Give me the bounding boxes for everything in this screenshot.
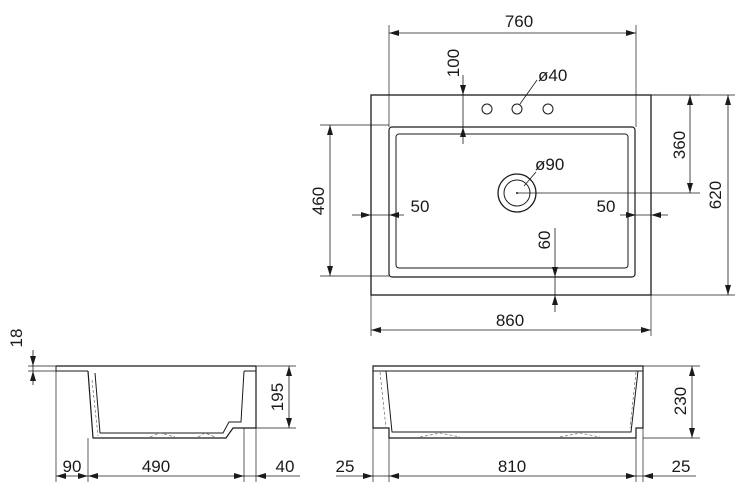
dim-drain-diameter: ø90 bbox=[535, 155, 564, 174]
tap-hole-right bbox=[542, 103, 554, 115]
dim-tap-hole-diameter: ø40 bbox=[538, 66, 567, 85]
dim-front-left-offset: 25 bbox=[336, 457, 355, 476]
dim-front-overhang: 40 bbox=[276, 457, 295, 476]
dim-bowl-depth: 460 bbox=[309, 187, 328, 215]
bowl-inner-outline bbox=[395, 133, 629, 269]
tap-hole-center bbox=[511, 103, 523, 115]
dim-front-body-width: 810 bbox=[498, 457, 526, 476]
dim-rim-left: 50 bbox=[411, 197, 430, 216]
dim-bowl-width: 760 bbox=[505, 12, 533, 31]
dim-outer-width: 860 bbox=[496, 311, 524, 330]
tap-hole-left bbox=[481, 103, 493, 115]
sink-outer-outline bbox=[370, 94, 652, 296]
dim-tap-hole-offset: 100 bbox=[444, 49, 463, 77]
front-view: 230 25 810 25 bbox=[336, 365, 700, 482]
dim-drain-to-back: 360 bbox=[670, 131, 689, 159]
dim-front-right-offset: 25 bbox=[672, 457, 691, 476]
dim-rim-front: 60 bbox=[535, 231, 554, 250]
front-body-outline bbox=[372, 365, 644, 439]
dim-front-height: 230 bbox=[671, 387, 690, 415]
dim-outer-depth: 620 bbox=[706, 181, 725, 209]
dim-back-overhang: 90 bbox=[63, 457, 82, 476]
side-view: 18 195 90 490 40 bbox=[7, 329, 300, 482]
bowl-outer-outline bbox=[388, 126, 636, 278]
dim-side-bowl-length: 490 bbox=[142, 457, 170, 476]
dim-side-bowl-depth: 195 bbox=[268, 383, 287, 411]
dim-rim-thickness: 18 bbox=[7, 329, 26, 348]
side-body-outline bbox=[87, 366, 257, 439]
top-view: 760 100 ø40 ø90 360 620 460 bbox=[309, 12, 735, 336]
dim-rim-right: 50 bbox=[597, 197, 616, 216]
